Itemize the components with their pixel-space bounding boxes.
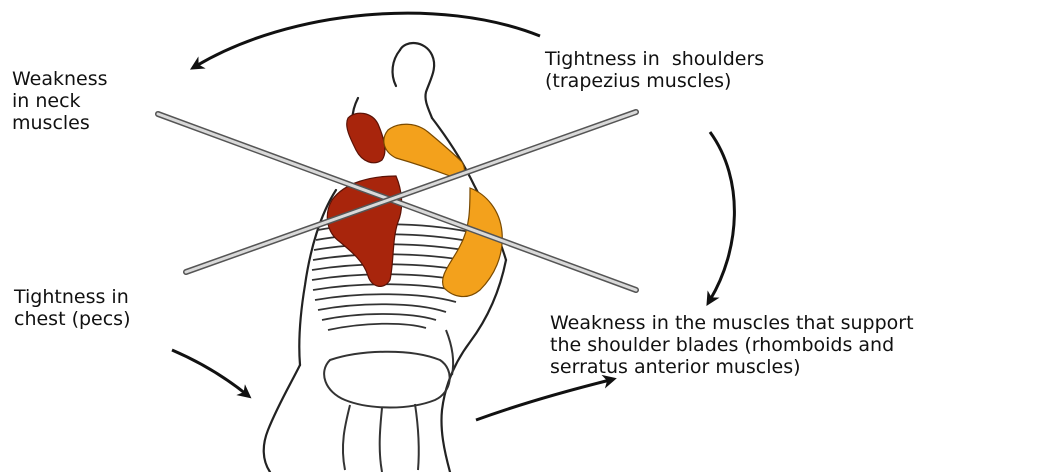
shoulder-tightness-line-1: Tightness in shoulders [545, 48, 764, 70]
shoulder-tightness-label: Tightness in shoulders (trapezius muscle… [545, 48, 764, 92]
pelvis-skeleton [324, 330, 453, 472]
curved-arrow-icon-right [710, 132, 734, 300]
neck-weakness-line-3: muscles [12, 112, 108, 134]
curved-arrow-icon-left [172, 350, 246, 394]
neck-weakness-label: Weakness in neck muscles [12, 68, 108, 134]
shoulder-blade-weakness-line-2: the shoulder blades (rhomboids and [550, 334, 914, 356]
shoulder-blade-weakness-line-1: Weakness in the muscles that support [550, 312, 914, 334]
trapezius-muscle [384, 124, 465, 177]
curved-arrow-icon-bottom [476, 380, 610, 420]
shoulder-blade-weakness-line-3: serratus anterior muscles) [550, 356, 914, 378]
chest-tightness-label: Tightness in chest (pecs) [14, 286, 131, 330]
shoulder-blade-weakness-label: Weakness in the muscles that support the… [550, 312, 914, 378]
chest-tightness-line-1: Tightness in [14, 286, 131, 308]
neck-flexor-muscle [347, 113, 385, 163]
chest-tightness-line-2: chest (pecs) [14, 308, 131, 330]
curved-arrow-icon-top [196, 13, 540, 66]
rhomboid-serratus-muscle [443, 188, 503, 297]
neck-weakness-line-1: Weakness [12, 68, 108, 90]
neck-weakness-line-2: in neck [12, 90, 108, 112]
shoulder-tightness-line-2: (trapezius muscles) [545, 70, 764, 92]
